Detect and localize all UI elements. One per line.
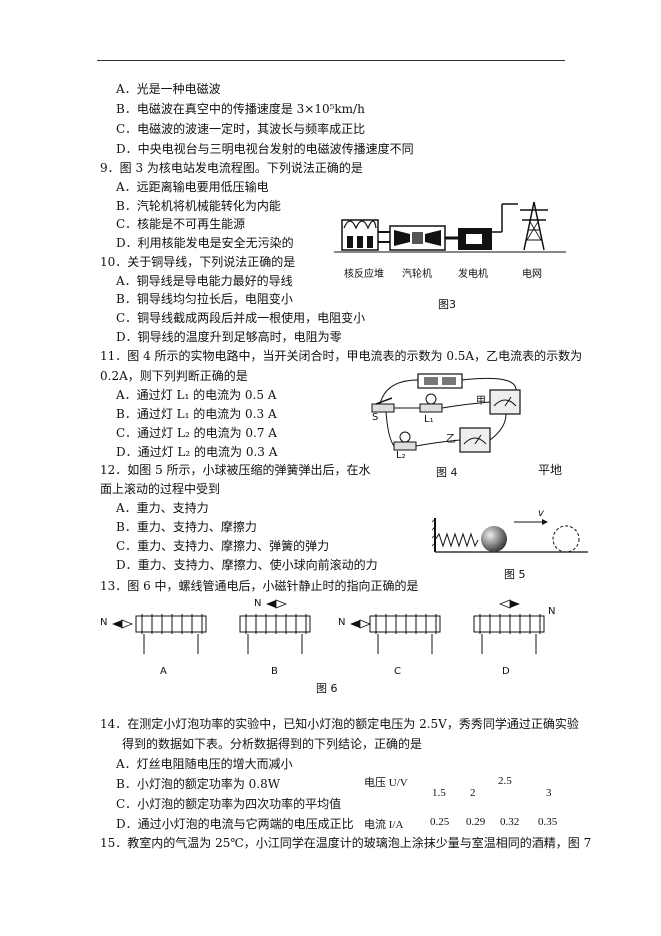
- q9-option-b: B．汽轮机将机械能转化为内能: [116, 199, 281, 213]
- figure-4-label-l2: L₂: [396, 450, 406, 461]
- q12-stem-line2: 面上滚动的过程中受到: [100, 482, 221, 496]
- q14-option-d: D．通过小灯泡的电流与它两端的电压成正比: [116, 817, 354, 831]
- figure-4-label-yi: 乙: [446, 434, 456, 445]
- table-voltage-1: 1.5: [432, 787, 446, 799]
- figure-3-caption: 图3: [438, 298, 456, 311]
- q12-option-a: A．重力、支持力: [116, 501, 209, 515]
- figure-3-label-generator: 发电机: [458, 269, 488, 280]
- figure-5-velocity-label: v: [538, 508, 544, 519]
- table-current-2: 0.29: [466, 816, 486, 828]
- q11-stem-line2: 0.2A，则下列判断正确的是: [100, 369, 248, 383]
- q13-stem: 13．图 6 中，螺线管通电后，小磁针静止时的指向正确的是: [100, 579, 419, 593]
- figure-6-pole-a: N: [100, 617, 108, 628]
- q10-option-c: C．铜导线截成两段后并成一根使用，电阻变小: [116, 311, 366, 325]
- figure-3-label-turbine: 汽轮机: [402, 269, 432, 280]
- q9-option-d: D．利用核能发电是安全无污染的: [116, 236, 294, 250]
- q10-option-b: B．铜导线均匀拉长后，电阻变小: [116, 292, 293, 306]
- figure-6-label-a: A: [160, 666, 167, 677]
- table-current-1: 0.25: [430, 816, 450, 828]
- q14-option-a: A．灯丝电阻随电压的增大而减小: [116, 757, 293, 771]
- q11-option-a: A．通过灯 L₁ 的电流为 0.5 A: [116, 388, 277, 402]
- q8-option-b: B．电磁波在真空中的传播速度是 3×10⁵km/h: [116, 102, 365, 116]
- q11-option-c: C．通过灯 L₂ 的电流为 0.7 A: [116, 426, 277, 440]
- header-rule: [97, 60, 565, 61]
- figure-6-label-d: D: [502, 666, 510, 677]
- q10-option-d: D．铜导线的温度升到足够高时，电阻为零: [116, 330, 342, 344]
- table-voltage-2: 2: [470, 787, 476, 799]
- figure-6-pole-d: N: [548, 606, 556, 617]
- figure-6-label-b: B: [271, 666, 278, 677]
- q12-option-c: C．重力、支持力、摩擦力、弹簧的弹力: [116, 539, 330, 553]
- figure-5-spring-ball: v: [431, 508, 592, 560]
- q12-stem-part1: 12．如图 5 所示，小球被压缩的弹簧弹出后，在水: [100, 463, 371, 477]
- figure-5-caption: 图 5: [504, 568, 526, 581]
- table-voltage-4: 3: [546, 787, 552, 799]
- figure-6-pole-b: N: [254, 598, 262, 609]
- figure-3-label-grid: 电网: [522, 269, 542, 280]
- q12-option-b: B．重力、支持力、摩擦力: [116, 520, 257, 534]
- figure-6-label-c: C: [394, 666, 401, 677]
- table-voltage-label: 电压 U/V: [364, 777, 408, 789]
- q11-option-b: B．通过灯 L₁ 的电流为 0.3 A: [116, 407, 277, 421]
- q9-stem: 9．图 3 为核电站发电流程图。下列说法正确的是: [100, 161, 363, 175]
- q9-option-a: A．远距离输电要用低压输电: [116, 180, 269, 194]
- q11-stem-line1: 11．图 4 所示的实物电路中，当开关闭合时，甲电流表的示数为 0.5A，乙电流…: [100, 349, 583, 363]
- q14-stem-line1: 14．在测定小灯泡功率的实验中，已知小灯泡的额定电压为 2.5V，秀秀同学通过正…: [100, 717, 579, 731]
- q11-option-d: D．通过灯 L₂ 的电流为 0.3 A: [116, 445, 278, 459]
- q14-stem-line2: 得到的数据如下表。分析数据得到的下列结论，正确的是: [122, 737, 423, 751]
- figure-3-nuclear-plant: 核反应堆 汽轮机 发电机 电网: [330, 192, 570, 290]
- figure-6-caption: 图 6: [316, 682, 338, 695]
- q10-stem: 10．关于铜导线，下列说法正确的是: [100, 255, 296, 269]
- q12-stem-part2: 平地: [538, 463, 563, 477]
- figure-4-label-switch: S: [372, 412, 379, 423]
- q10-option-a: A．铜导线是导电能力最好的导线: [116, 274, 293, 288]
- table-current-4: 0.35: [538, 816, 558, 828]
- table-current-3: 0.32: [500, 816, 520, 828]
- figure-4-caption: 图 4: [436, 466, 458, 479]
- figure-6-pole-c: N: [338, 617, 346, 628]
- solenoid-a: [112, 614, 207, 654]
- q14-option-b: B．小灯泡的额定功率为 0.8W: [116, 777, 281, 791]
- q15-stem: 15．教室内的气温为 25℃，小江同学在温度计的玻璃泡上涂抹少量与室温相同的酒精…: [100, 836, 592, 850]
- q12-option-d: D．重力、支持力、摩擦力、使小球向前滚动的力: [116, 558, 378, 572]
- q8-option-a: A．光是一种电磁波: [116, 82, 221, 96]
- table-current-label: 电流 I/A: [364, 819, 404, 831]
- figure-4-circuit: S L₁ L₂ 甲 乙 图 4: [366, 368, 528, 480]
- figure-6-solenoids: N N N N A B C D: [98, 596, 568, 696]
- figure-4-label-jia: 甲: [476, 396, 486, 407]
- figure-4-label-l1: L₁: [424, 414, 434, 425]
- table-voltage-3: 2.5: [498, 775, 512, 787]
- q8-option-c: C．电磁波的波速一定时，其波长与频率成正比: [116, 122, 366, 136]
- q14-option-c: C．小灯泡的额定功率为四次功率的平均值: [116, 797, 342, 811]
- q9-option-c: C．核能是不可再生能源: [116, 217, 246, 231]
- q8-option-d: D．中央电视台与三明电视台发射的电磁波传播速度不同: [116, 142, 414, 156]
- figure-3-label-reactor: 核反应堆: [344, 269, 384, 280]
